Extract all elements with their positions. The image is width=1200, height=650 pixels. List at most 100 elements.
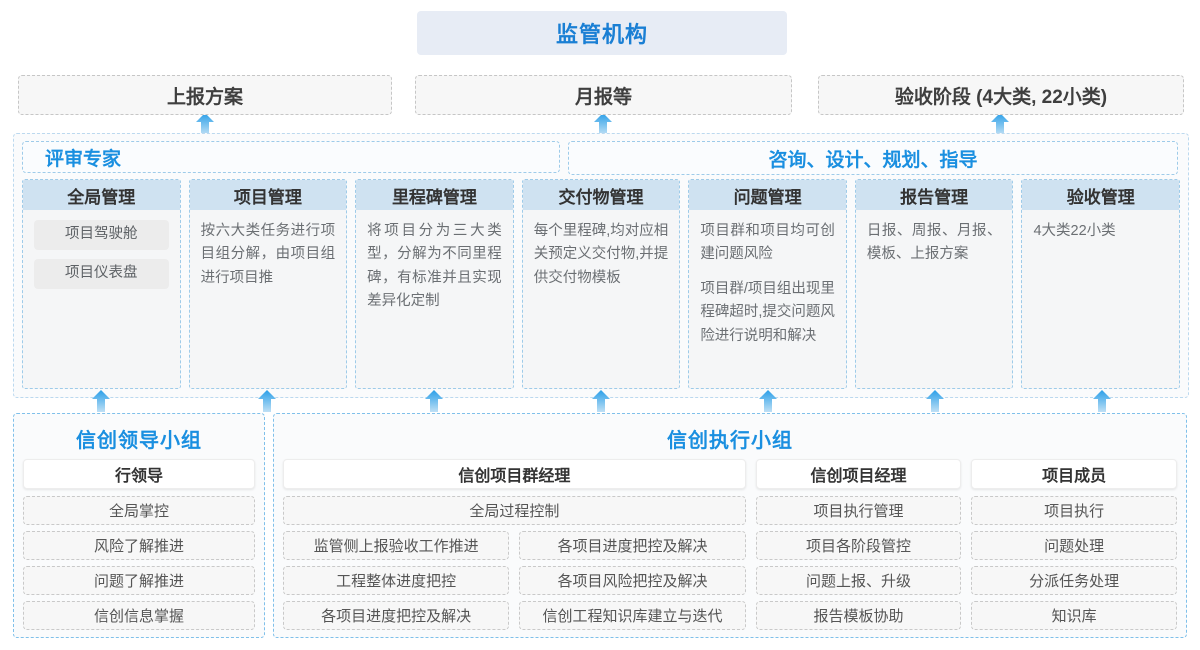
role-task-label: 各项目风险把控及解决 [557, 573, 708, 590]
role-task[interactable]: 知识库 [971, 601, 1177, 630]
role-task[interactable]: 报告模板协助 [755, 601, 962, 630]
role-task-label: 问题上报、升级 [806, 573, 912, 590]
role-task[interactable]: 各项目进度把控及解决 [283, 601, 510, 630]
capability-column-global: 全局管理 项目驾驶舱 项目仪表盘 [22, 179, 181, 389]
org-group-title: 信创领导小组 [76, 430, 202, 452]
up-arrow-icon [592, 390, 610, 412]
role-task[interactable]: 项目执行管理 [755, 496, 962, 525]
column-body: 将项目分为三大类型，分解为不同里程碑，有标准并且实现差异化定制 [356, 210, 513, 388]
role-task[interactable]: 信创信息掌握 [23, 601, 255, 630]
role-task-label: 风险了解推进 [93, 538, 184, 555]
role-task[interactable]: 项目执行 [971, 496, 1177, 525]
role-header[interactable]: 信创项目群经理 [283, 459, 746, 489]
report-box-label: 验收阶段 (4大类, 22小类) [894, 86, 1108, 108]
report-box-monthly: 月报等 [415, 75, 792, 115]
band-label: 评审专家 [45, 148, 122, 170]
regulator-banner: 监管机构 [417, 11, 787, 55]
organization-panel: 信创领导小组 行领导 全局掌控 风险了解推进 问题了解推进 信创信息掌握 信创执… [13, 413, 1187, 638]
up-arrow-icon [991, 113, 1009, 135]
role-header[interactable]: 信创项目经理 [755, 459, 962, 489]
up-arrow-icon [594, 113, 612, 135]
role-task-label: 报告模板协助 [813, 608, 904, 625]
column-header: 报告管理 [855, 180, 1013, 210]
role-task-subcolumn-right: 各项目进度把控及解决 各项目风险把控及解决 信创工程知识库建立与迭代 [519, 531, 746, 630]
role-task[interactable]: 信创工程知识库建立与迭代 [519, 601, 746, 630]
column-header: 项目管理 [189, 180, 347, 210]
role-task[interactable]: 各项目风险把控及解决 [519, 566, 746, 595]
org-group-title: 信创执行小组 [667, 430, 793, 452]
role-task[interactable]: 全局过程控制 [283, 496, 746, 525]
role-task-label: 工程整体进度把控 [336, 573, 457, 590]
up-arrow-icon [258, 390, 276, 412]
feature-pill-label: 项目仪表盘 [65, 265, 138, 282]
role-task-label: 全局掌控 [108, 503, 169, 520]
feature-pill[interactable]: 项目驾驶舱 [34, 220, 169, 250]
up-arrow-icon [1093, 390, 1111, 412]
role-column-bank-leader: 行领导 全局掌控 风险了解推进 问题了解推进 信创信息掌握 [23, 459, 255, 630]
role-task[interactable]: 全局掌控 [23, 496, 255, 525]
capability-column-project: 项目管理 按六大类任务进行项目组分解，由项目组进行项目推 [188, 179, 348, 389]
role-task[interactable]: 问题处理 [971, 531, 1177, 560]
role-task[interactable]: 风险了解推进 [23, 531, 255, 560]
role-task-label: 知识库 [1051, 608, 1097, 625]
column-title: 交付物管理 [558, 187, 644, 207]
column-paragraph: 4大类22小类 [1033, 223, 1116, 239]
column-paragraph: 项目群/项目组出现里程碑超时,提交问题风险进行说明和解决 [700, 280, 835, 344]
role-column-project-member: 项目成员 项目执行 问题处理 分派任务处理 知识库 [971, 459, 1177, 630]
report-box-label: 月报等 [574, 86, 632, 108]
role-task[interactable]: 项目各阶段管控 [755, 531, 962, 560]
column-title: 问题管理 [733, 187, 802, 207]
role-name: 项目成员 [1042, 468, 1107, 485]
column-title: 验收管理 [1066, 187, 1135, 207]
role-task-label: 全局过程控制 [469, 503, 560, 520]
band-review-experts: 评审专家 [22, 141, 561, 173]
org-group-execution: 信创执行小组 信创项目群经理 全局过程控制 监管侧上报验收工作推进 工程整体进度… [273, 413, 1187, 638]
capability-column-acceptance: 验收管理 4大类22小类 [1021, 179, 1181, 389]
column-title: 里程碑管理 [391, 187, 477, 207]
role-name: 信创项目经理 [810, 468, 907, 485]
column-header: 验收管理 [1022, 180, 1180, 210]
column-title: 报告管理 [900, 187, 969, 207]
role-task[interactable]: 监管侧上报验收工作推进 [283, 531, 510, 560]
up-arrow-icon [92, 390, 110, 412]
role-task-label: 各项目进度把控及解决 [321, 608, 472, 625]
column-header: 里程碑管理 [356, 180, 513, 210]
report-box-plan: 上报方案 [18, 75, 392, 115]
role-task[interactable]: 各项目进度把控及解决 [519, 531, 746, 560]
role-name: 行领导 [114, 468, 163, 485]
up-arrow-icon [196, 113, 214, 135]
role-columns: 行领导 全局掌控 风险了解推进 问题了解推进 信创信息掌握 [23, 459, 255, 630]
role-task[interactable]: 问题了解推进 [23, 566, 255, 595]
capability-column-report: 报告管理 日报、周报、月报、模板、上报方案 [854, 179, 1014, 389]
feature-pill[interactable]: 项目仪表盘 [34, 259, 169, 289]
column-body: 项目群和项目均可创建问题风险 项目群/项目组出现里程碑超时,提交问题风险进行说明… [689, 210, 846, 388]
role-task-subgrid: 监管侧上报验收工作推进 工程整体进度把控 各项目进度把控及解决 各项目进度把控及… [283, 531, 746, 630]
role-task[interactable]: 分派任务处理 [971, 566, 1177, 595]
role-task-subcolumn-left: 监管侧上报验收工作推进 工程整体进度把控 各项目进度把控及解决 [283, 531, 510, 630]
report-box-acceptance: 验收阶段 (4大类, 22小类) [818, 75, 1184, 115]
column-paragraph: 每个里程碑,均对应相关预定义交付物,并提供交付物模板 [533, 223, 669, 286]
role-task-label: 项目执行 [1044, 503, 1105, 520]
role-task[interactable]: 问题上报、升级 [755, 566, 962, 595]
capability-columns: 全局管理 项目驾驶舱 项目仪表盘 项目管理 按六大类任务进行项目组分解，由项目组… [22, 179, 1181, 389]
role-task-label: 分派任务处理 [1029, 573, 1120, 590]
role-task[interactable]: 工程整体进度把控 [283, 566, 510, 595]
band-consulting: 咨询、设计、规划、指导 [568, 141, 1178, 175]
capability-column-issue: 问题管理 项目群和项目均可创建问题风险 项目群/项目组出现里程碑超时,提交问题风… [688, 179, 847, 389]
column-paragraph: 按六大类任务进行项目组分解，由项目组进行项目推 [200, 223, 336, 286]
capability-panel: 评审专家 咨询、设计、规划、指导 全局管理 项目驾驶舱 项目仪表盘 项目管理 按… [13, 133, 1189, 398]
column-title: 全局管理 [67, 187, 136, 207]
role-task-label: 信创信息掌握 [93, 608, 184, 625]
capability-column-milestone: 里程碑管理 将项目分为三大类型，分解为不同里程碑，有标准并且实现差异化定制 [355, 179, 514, 389]
band-row: 评审专家 咨询、设计、规划、指导 [22, 141, 1178, 175]
column-header: 全局管理 [23, 180, 180, 210]
role-column-project-manager: 信创项目经理 项目执行管理 项目各阶段管控 问题上报、升级 报告模板协助 [755, 459, 962, 630]
role-header[interactable]: 行领导 [23, 459, 255, 489]
role-task-label: 项目各阶段管控 [806, 538, 912, 555]
role-header[interactable]: 项目成员 [971, 459, 1177, 489]
role-task-label: 问题了解推进 [93, 573, 184, 590]
column-header: 交付物管理 [522, 180, 680, 210]
column-body: 项目驾驶舱 项目仪表盘 [23, 210, 180, 388]
band-label: 咨询、设计、规划、指导 [768, 149, 978, 171]
